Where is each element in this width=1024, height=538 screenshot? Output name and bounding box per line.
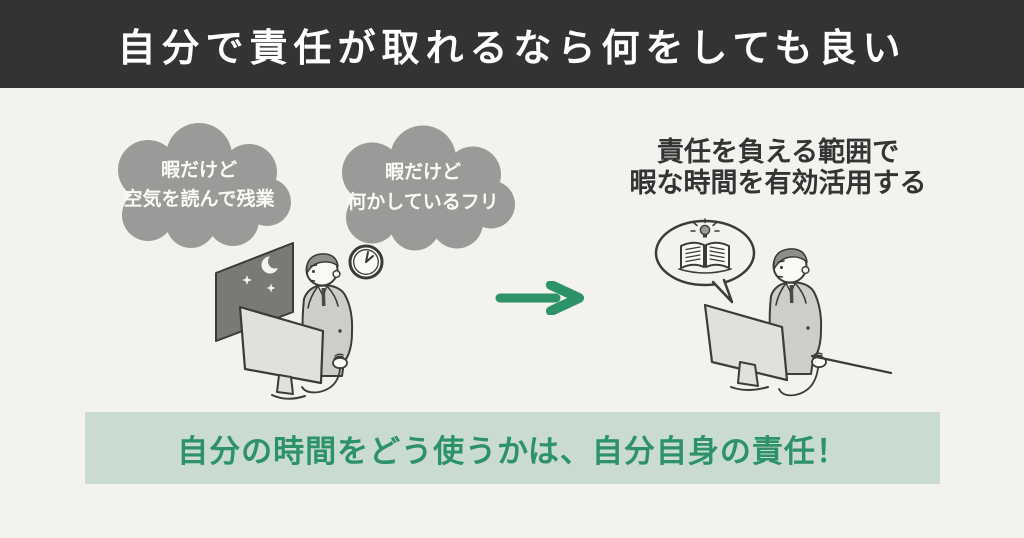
moon-icon (261, 254, 282, 274)
desk-line (810, 354, 893, 375)
cloud-line: 暇だけど (160, 159, 237, 181)
open-book-icon (678, 241, 732, 274)
page-title: 自分で責任が取れるなら何をしても良い (117, 27, 907, 70)
cloud-line: 空気を読んで残業 (123, 189, 275, 210)
after-heading-line: 暇な時間を有効活用する (629, 168, 927, 199)
speech-bubble-icon (654, 218, 756, 304)
after-heading-line: 責任を負える範囲で (656, 137, 900, 167)
cloud-text: 暇だけど 何かしているフリ (327, 124, 519, 251)
thought-cloud-icon (342, 125, 515, 251)
lightbulb-icon (690, 218, 720, 238)
productive-worker-illustration (654, 218, 893, 397)
overtime-worker-illustration (215, 242, 384, 400)
cloud-line: 何かしているフリ (347, 191, 499, 213)
conclusion-text: 自分の時間をどう使うかは、自分自身の責任！ (177, 433, 848, 469)
monitor-icon (703, 303, 789, 391)
star-icon (266, 283, 276, 293)
thought-cloud-icon (118, 123, 291, 248)
cloud-line: 暇だけど (384, 162, 461, 184)
header-banner: 自分で責任が取れるなら何をしても良い (0, 0, 1024, 88)
after-heading: 責任を負える範囲で 暇な時間を有効活用する (598, 137, 958, 200)
arrow-right-icon (495, 280, 584, 316)
thought-cloud-overtime: 暇だけど 空気を読んで残業 (103, 122, 295, 248)
star-icon (242, 275, 252, 285)
thought-cloud-pretending: 暇だけど 何かしているフリ (327, 124, 519, 251)
monitor-icon (238, 305, 325, 400)
wall-clock-icon (348, 244, 384, 280)
conclusion-banner: 自分の時間をどう使うかは、自分自身の責任！ (85, 412, 940, 484)
transition-arrow (494, 280, 586, 320)
cloud-text: 暇だけど 空気を読んで残業 (103, 122, 295, 248)
